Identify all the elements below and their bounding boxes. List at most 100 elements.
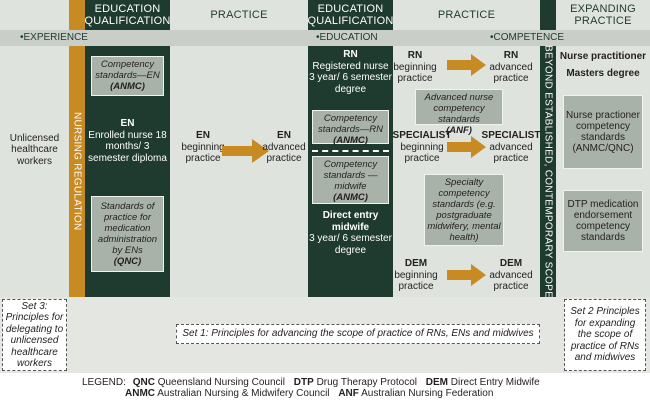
legend-line-2: ANMC Australian Nursing & Midwifery Coun… bbox=[125, 388, 493, 400]
header-education-qualification-1: EDUCATION QUALIFICATION bbox=[84, 3, 171, 27]
col4-bg bbox=[308, 0, 393, 297]
dem-beginning-practice: DEM beginning practice bbox=[393, 258, 439, 293]
anc-abbr: (ANF) bbox=[446, 125, 472, 136]
competency-en-abbr: (ANMC) bbox=[110, 81, 145, 92]
rn-qualification: RN Registered nurse 3 year/ 6 semester d… bbox=[309, 49, 392, 95]
np-standards-box: Nurse practioner competency standards (A… bbox=[563, 95, 643, 169]
standards-medication-abbr: (QNC) bbox=[113, 256, 142, 267]
rn-desc: Registered nurse 3 year/ 6 semester degr… bbox=[309, 60, 392, 95]
specialist-arrow bbox=[447, 136, 486, 158]
set2-text: Set 2 Principles for expanding the scope… bbox=[570, 306, 640, 364]
band-education: •EDUCATION bbox=[316, 32, 378, 43]
dem-desc: 3 year/ 6 semester degree bbox=[309, 233, 392, 256]
legend-label: LEGEND: bbox=[82, 377, 126, 388]
set1-text: Set 1: Principles for advancing the scop… bbox=[182, 328, 534, 340]
header-expanding-practice: EXPANDING PRACTICE bbox=[570, 3, 636, 27]
spec-begin-desc: beginning practice bbox=[400, 141, 444, 165]
rn-adv-desc: advanced practice bbox=[489, 61, 533, 85]
rn-beginning-practice: RN beginning practice bbox=[393, 50, 437, 85]
en-advanced-title: EN bbox=[277, 130, 291, 141]
en-title: EN bbox=[120, 118, 135, 129]
header-practice-1: PRACTICE bbox=[210, 9, 268, 21]
dem-qualification: Direct entry midwife 3 year/ 6 semester … bbox=[309, 210, 392, 256]
beyond-scope-label-wrap: BEYOND ESTABLISHED, CONTEMPORARY SCOPE bbox=[540, 44, 556, 299]
legend-qnc-text: Queensland Nursing Council bbox=[157, 377, 285, 388]
beyond-scope-bar bbox=[540, 0, 556, 297]
legend-dem-text: Direct Entry Midwife bbox=[450, 377, 540, 388]
legend-anf-abbr: ANF bbox=[338, 388, 359, 399]
legend-line-1: LEGEND: QNC Queensland Nursing Council D… bbox=[82, 377, 540, 389]
nursing-regulation-bar bbox=[69, 0, 85, 297]
specialist-beginning-practice: SPECIALIST beginning practice bbox=[392, 130, 452, 165]
competency-midwife-abbr: (ANMC) bbox=[333, 192, 368, 203]
standards-medication-text: Standards of practice for medication adm… bbox=[97, 201, 158, 256]
rn-title: RN bbox=[343, 49, 358, 60]
col2-bottom bbox=[69, 297, 85, 373]
rn-begin-title: RN bbox=[407, 50, 423, 61]
dtp-standards-text: DTP medication endorsement competency st… bbox=[567, 199, 639, 243]
en-qualification: EN Enrolled nurse 18 months/ 3 semester … bbox=[86, 118, 169, 164]
legend-anmc-text: Australian Nursing & Midwifery Council bbox=[157, 388, 330, 399]
band-col4-overlay bbox=[308, 30, 393, 46]
en-advanced-desc: advanced practice bbox=[262, 141, 306, 165]
beyond-scope-label: BEYOND ESTABLISHED, CONTEMPORARY SCOPE bbox=[542, 44, 554, 299]
rn-adv-title: RN bbox=[503, 50, 519, 61]
dem-advanced-practice: DEM advanced practice bbox=[487, 258, 535, 293]
legend-dem-abbr: DEM bbox=[425, 377, 448, 388]
en-arrow bbox=[222, 139, 269, 163]
np-standards-text: Nurse practioner competency standards (A… bbox=[566, 110, 640, 154]
en-advanced-practice: EN advanced practice bbox=[260, 130, 308, 165]
anc-standards-text: Advanced nurse competency standards bbox=[424, 92, 494, 125]
dem-arrow bbox=[447, 264, 486, 286]
en-desc: Enrolled nurse 18 months/ 3 semester dip… bbox=[88, 129, 167, 164]
rn-arrow bbox=[447, 54, 486, 76]
en-beginning-practice: EN beginning practice bbox=[178, 130, 228, 165]
specialty-standards-text: Specialty competency standards (e.g. pos… bbox=[427, 177, 501, 243]
legend-dtp-text: Drug Therapy Protocol bbox=[316, 377, 417, 388]
standards-medication-box: Standards of practice for medication adm… bbox=[91, 196, 164, 272]
header-education-qualification-2: EDUCATION QUALIFICATION bbox=[307, 3, 394, 27]
competency-en-text: Competency standards—EN bbox=[95, 59, 160, 81]
dem-begin-desc: beginning practice bbox=[394, 269, 438, 293]
set2-box: Set 2 Principles for expanding the scope… bbox=[564, 299, 646, 371]
competency-midwife-box: Competency standards —midwife (ANMC) bbox=[312, 156, 389, 204]
unlicensed-workers: Unlicensed healthcare workers bbox=[9, 132, 60, 167]
dem-adv-title: DEM bbox=[499, 258, 523, 269]
en-beginning-title: EN bbox=[196, 130, 210, 141]
np-degree: Masters degree bbox=[566, 67, 640, 79]
dem-title: Direct entry midwife bbox=[322, 210, 379, 233]
dtp-standards-box: DTP medication endorsement competency st… bbox=[563, 190, 643, 252]
band-experience: •EXPERIENCE bbox=[20, 32, 88, 43]
competency-en-box: Competency standards—EN (ANMC) bbox=[91, 56, 164, 96]
spec-adv-title: SPECIALIST bbox=[481, 130, 541, 141]
spec-begin-title: SPECIALIST bbox=[392, 130, 452, 141]
en-beginning-desc: beginning practice bbox=[181, 141, 225, 165]
nursing-regulation-label-wrap: NURSING REGULATION bbox=[69, 48, 85, 295]
spec-adv-desc: advanced practice bbox=[489, 141, 533, 165]
advanced-nurse-standards-box: Advanced nurse competency standards (ANF… bbox=[415, 89, 503, 136]
nurse-practitioner: Nurse practitioner Masters degree bbox=[558, 51, 648, 79]
specialty-standards-box: Specialty competency standards (e.g. pos… bbox=[424, 174, 504, 246]
rn-begin-desc: beginning practice bbox=[393, 61, 437, 85]
band-competence: •COMPETENCE bbox=[490, 32, 565, 43]
header-practice-2: PRACTICE bbox=[437, 9, 496, 21]
legend-qnc-abbr: QNC bbox=[132, 377, 155, 388]
set1-box: Set 1: Principles for advancing the scop… bbox=[176, 324, 540, 344]
competency-rn-abbr: (ANMC) bbox=[333, 135, 368, 146]
legend-anf-text: Australian Nursing Federation bbox=[361, 388, 494, 399]
competency-rn-box: Competency standards—RN (ANMC) bbox=[312, 110, 389, 146]
competency-midwife-text: Competency standards —midwife bbox=[323, 159, 378, 192]
specialist-advanced-practice: SPECIALIST advanced practice bbox=[481, 130, 541, 165]
dem-adv-desc: advanced practice bbox=[489, 269, 533, 293]
col1-bg bbox=[0, 0, 69, 297]
np-title: Nurse practitioner bbox=[559, 51, 647, 62]
rn-advanced-practice: RN advanced practice bbox=[487, 50, 535, 85]
rn-midwife-divider bbox=[312, 150, 389, 152]
dem-begin-title: DEM bbox=[404, 258, 428, 269]
set3-box: Set 3: Principles for delegating to unli… bbox=[2, 299, 67, 371]
nursing-regulation-label: NURSING REGULATION bbox=[71, 112, 83, 231]
set3-text: Set 3: Principles for delegating to unli… bbox=[5, 300, 64, 370]
legend-anmc-abbr: ANMC bbox=[125, 388, 155, 399]
competency-rn-text: Competency standards—RN bbox=[318, 113, 383, 135]
legend-dtp-abbr: DTP bbox=[293, 377, 314, 388]
